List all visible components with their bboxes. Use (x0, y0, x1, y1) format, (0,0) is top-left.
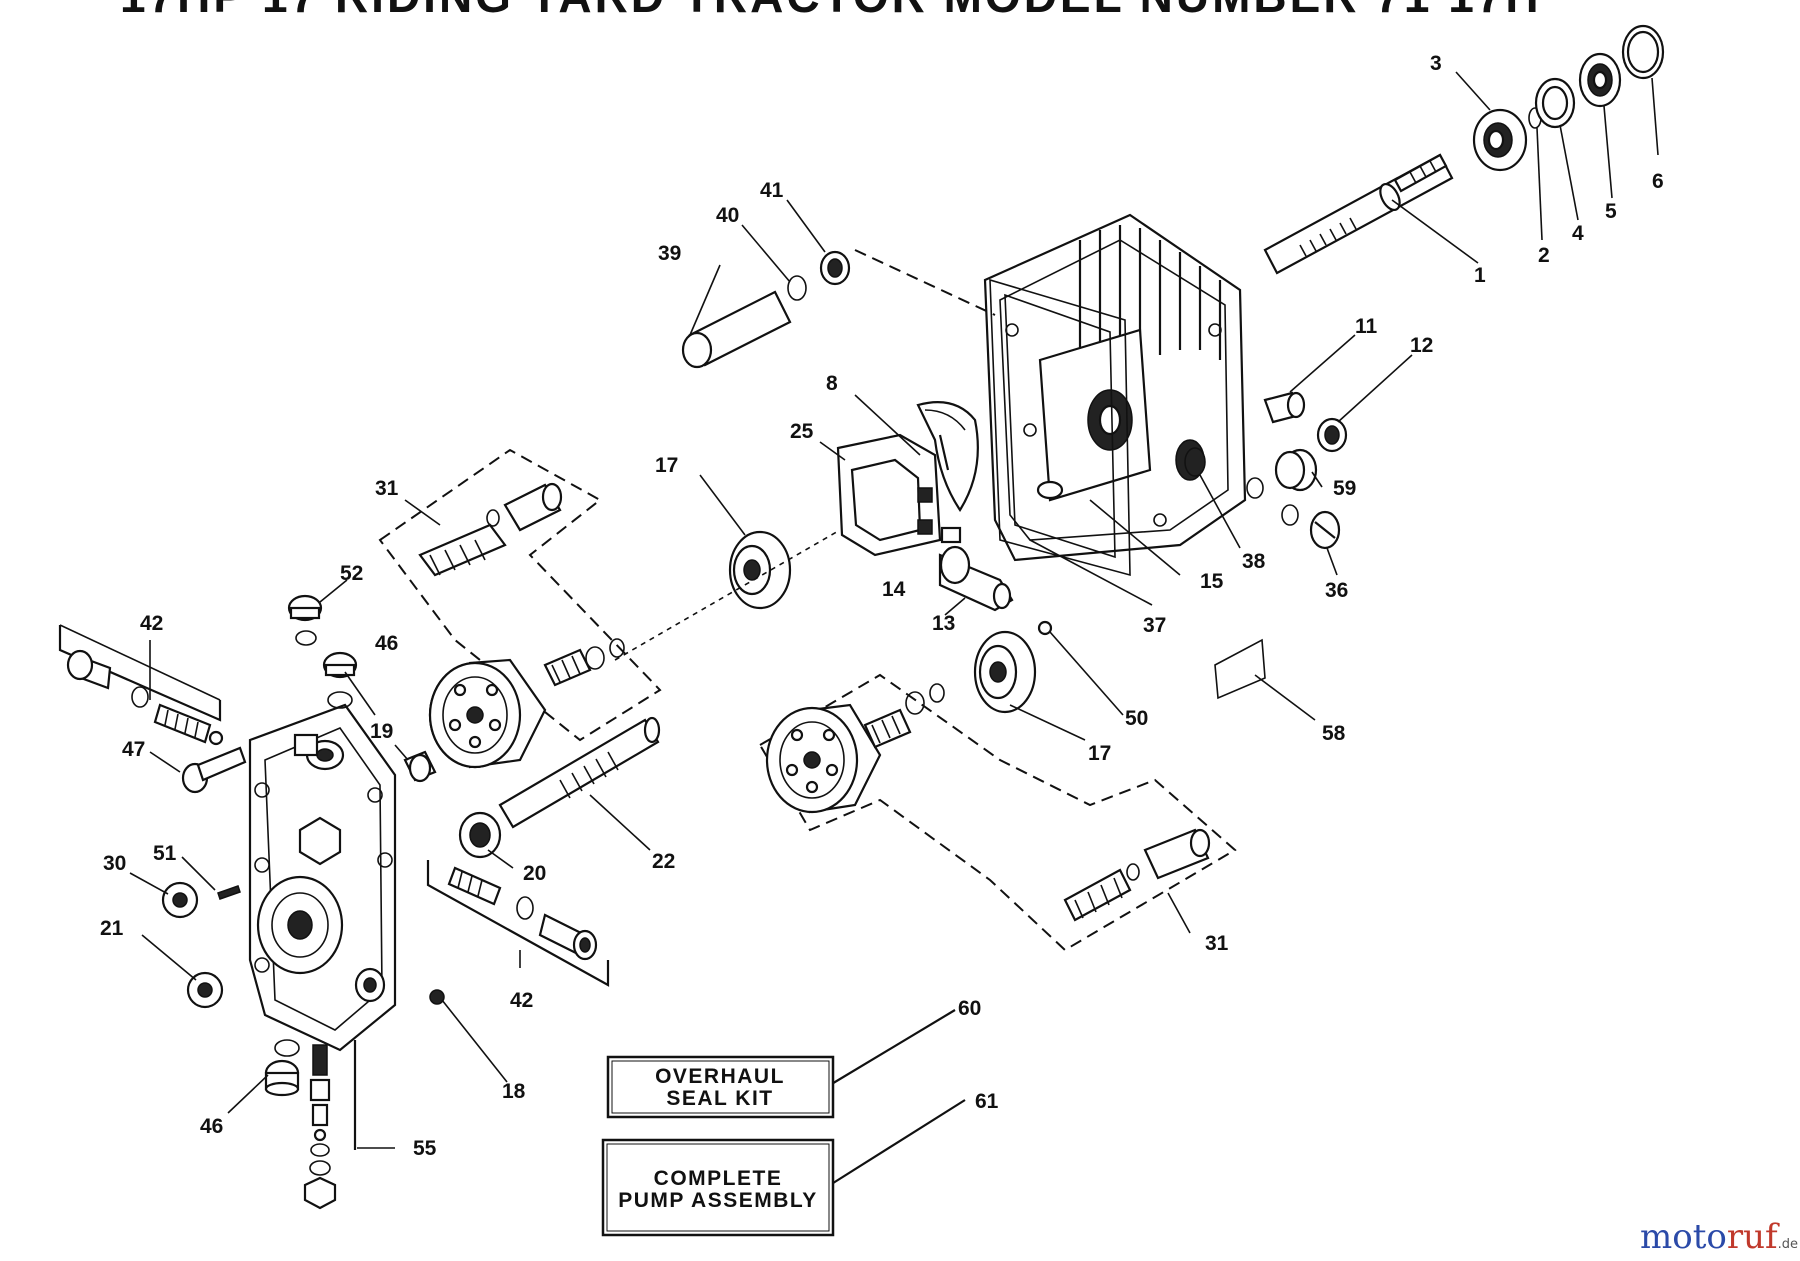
part-42-relief-valve-lower (426, 860, 610, 987)
callout-61: 61 (975, 1090, 999, 1113)
part-21-washer (186, 971, 224, 1009)
callout-37: 37 (1143, 614, 1166, 637)
spring-upper (543, 638, 625, 687)
part-55-valve-assembly (303, 1040, 357, 1210)
part-6-snap-ring (1621, 24, 1665, 80)
callout-46: 46 (200, 1115, 223, 1138)
callout-25: 25 (790, 420, 814, 443)
part-11-bushing (1263, 391, 1306, 424)
callout-20: 20 (523, 862, 546, 885)
cylinder-barrel-lower (765, 703, 882, 814)
overhaul-kit-line2: SEAL KIT (666, 1087, 773, 1110)
part-19-bushing (403, 750, 437, 783)
overhaul-seal-kit-box: OVERHAUL SEAL KIT (606, 1055, 835, 1119)
callout-6: 6 (1652, 170, 1664, 193)
callout-48: 46 (375, 632, 398, 655)
part-17-seal-upper (728, 530, 792, 610)
part-39-pin (681, 290, 792, 369)
part-50-ball (1037, 620, 1053, 636)
svg-text:motoruf.de: motoruf.de (1640, 1217, 1798, 1257)
callout-50: 50 (1125, 707, 1148, 730)
part-13-trunnion-arm (938, 545, 1014, 612)
part-4-washer (1534, 77, 1576, 129)
part-8-swashplate (916, 401, 979, 513)
part-31-cylinder-block-lower (758, 673, 1237, 952)
part-17-seal-lower (973, 630, 1037, 714)
part-12-seal (1316, 417, 1348, 453)
part-36-plug (1281, 504, 1341, 550)
callout-39: 39 (658, 242, 681, 265)
diagram-title: 17HP 17 RIDING YARD TRACTOR MODEL NUMBER… (120, 0, 1542, 22)
part-52-plug (287, 594, 323, 646)
part-5-bearing (1578, 52, 1622, 108)
callout-60: 60 (958, 997, 981, 1020)
part-42-relief-valve-upper (58, 624, 224, 746)
callout-51: 51 (153, 842, 177, 865)
part-31-cylinder-block-upper (378, 448, 662, 742)
callout-17-upper: 17 (655, 454, 678, 477)
part-48-plug (322, 651, 358, 709)
callout-31-upper: 31 (375, 477, 399, 500)
callout-19: 19 (370, 720, 393, 743)
callout-38: 38 (1242, 550, 1266, 573)
callout-58: 58 (1322, 722, 1346, 745)
main-housing (983, 213, 1247, 562)
callout-8: 8 (826, 372, 838, 395)
part-38-valve (1184, 447, 1206, 477)
part-41-spring (819, 250, 851, 286)
callout-41: 41 (760, 179, 784, 202)
part-58-decal (1214, 638, 1266, 700)
callout-59: 59 (1333, 477, 1356, 500)
callout-42-lower: 42 (510, 989, 533, 1012)
part-51-pin (217, 885, 241, 900)
pump-assembly-line1: COMPLETE (654, 1167, 783, 1190)
part-40-o-ring (787, 275, 807, 301)
callout-36: 36 (1325, 579, 1348, 602)
callout-labels: 1 2 3 4 5 6 8 11 12 13 14 15 17 17 18 19… (100, 52, 1664, 1160)
callout-4: 4 (1572, 222, 1584, 245)
callout-31-lower: 31 (1205, 932, 1229, 955)
callout-30: 30 (103, 852, 126, 875)
part-37-gasket (989, 278, 1131, 577)
center-section-body (248, 703, 397, 1052)
callout-47: 47 (122, 738, 145, 761)
callout-3: 3 (1430, 52, 1442, 75)
part-3-bearing (1472, 108, 1528, 172)
callout-55: 55 (413, 1137, 437, 1160)
spring-lower (863, 683, 945, 749)
cylinder-barrel-upper (428, 658, 547, 769)
part-1-output-shaft (1263, 153, 1454, 275)
callout-13: 13 (932, 612, 955, 635)
motoruf-watermark-logo: motoruf.de (1640, 1217, 1798, 1257)
callout-5: 5 (1605, 200, 1617, 223)
part-47-bolt (181, 746, 247, 794)
callout-18: 18 (502, 1080, 526, 1103)
callout-17-lower: 17 (1088, 742, 1111, 765)
leader-lines (129, 71, 1659, 1186)
callout-52: 52 (340, 562, 363, 585)
part-30-washer (161, 881, 199, 919)
callout-22: 22 (652, 850, 675, 873)
complete-pump-assembly-box: COMPLETE PUMP ASSEMBLY (601, 1138, 835, 1237)
part-18-ball (429, 989, 445, 1005)
callout-14: 14 (882, 578, 906, 601)
part-25-bearing-block (836, 433, 942, 557)
callout-12: 12 (1410, 334, 1433, 357)
callout-11: 11 (1355, 315, 1378, 338)
overhaul-kit-line1: OVERHAUL (655, 1065, 785, 1088)
callout-15: 15 (1200, 570, 1224, 593)
callout-21: 21 (100, 917, 124, 940)
part-14-key (940, 526, 962, 544)
callout-2: 2 (1538, 244, 1550, 267)
part-46-plug-lower (264, 1039, 300, 1097)
pump-assembly-line2: PUMP ASSEMBLY (618, 1189, 818, 1212)
callout-1: 1 (1474, 264, 1486, 287)
callout-40: 40 (716, 204, 739, 227)
part-22-input-shaft (498, 716, 661, 829)
part-20-needle-bearing (458, 811, 502, 859)
callout-42-upper: 42 (140, 612, 163, 635)
part-59-plug (1246, 448, 1318, 499)
